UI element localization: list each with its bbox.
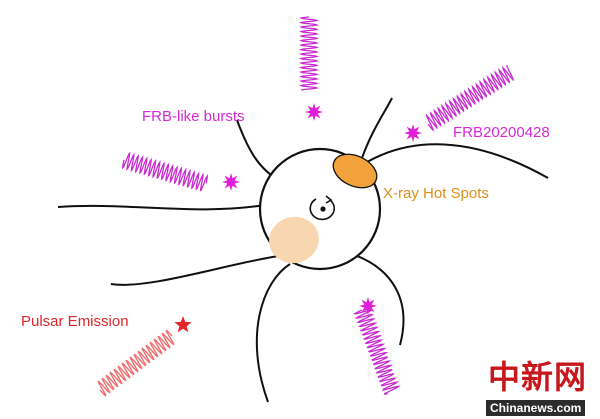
burst-star-icon-top — [305, 103, 323, 121]
field-line-bottom-right — [351, 253, 405, 346]
rotation-arrow-icon — [309, 195, 335, 221]
radio-wave-pulsar — [97, 329, 175, 397]
field-line-top-right — [361, 97, 393, 159]
label-xray-hot-spots: X-ray Hot Spots — [383, 185, 489, 202]
watermark-url: Chinanews.com — [486, 400, 586, 416]
label-frb-like-bursts: FRB-like bursts — [142, 108, 245, 125]
radio-wave-left — [121, 151, 209, 192]
radio-wave-top — [299, 16, 319, 91]
field-line-left-upper — [57, 204, 266, 211]
label-pulsar-emission: Pulsar Emission — [21, 313, 129, 330]
hot-spot-xray — [332, 153, 378, 189]
watermark-logo: 中新网 — [488, 358, 588, 396]
burst-star-icon-left — [222, 173, 240, 191]
radio-wave-upper-right — [425, 65, 514, 132]
field-line-right — [366, 143, 549, 179]
field-line-bottom — [255, 263, 291, 403]
pulsar-star-icon — [174, 316, 192, 333]
hot-spot-faded — [269, 216, 319, 264]
burst-star-icon-right — [404, 124, 422, 142]
burst-star-icon-bottom — [359, 297, 377, 315]
label-frb20200428: FRB20200428 — [453, 124, 550, 141]
field-line-left-lower — [110, 254, 286, 286]
radio-wave-lower-right — [353, 309, 401, 396]
